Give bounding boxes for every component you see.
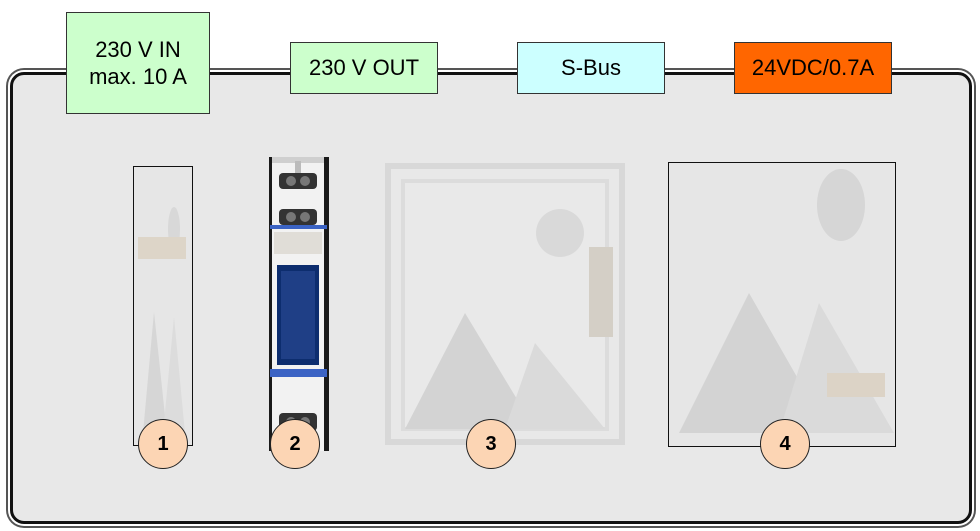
device-number-badge-1: 1 xyxy=(138,419,188,469)
device-number-badge-2: 2 xyxy=(270,419,320,469)
device-4-placeholder-image-icon xyxy=(679,169,894,433)
device-2-din-module-icon xyxy=(270,157,327,451)
power-in-label: 230 V IN max. 10 A xyxy=(66,12,210,114)
device-number-badge-3: 3 xyxy=(466,419,516,469)
device-number-badge-4: 4 xyxy=(760,419,810,469)
s-bus-label: S-Bus xyxy=(517,42,665,94)
device-1-module xyxy=(133,166,193,446)
device-3-placeholder-image-icon xyxy=(385,163,625,445)
device-2-din-module xyxy=(269,157,329,451)
power-out-label: 230 V OUT xyxy=(290,42,438,94)
device-1-placeholder-image-icon xyxy=(138,207,186,444)
device-3-module xyxy=(385,163,625,445)
dc-supply-label: 24VDC/0.7A xyxy=(734,42,892,94)
device-4-module xyxy=(668,162,896,447)
